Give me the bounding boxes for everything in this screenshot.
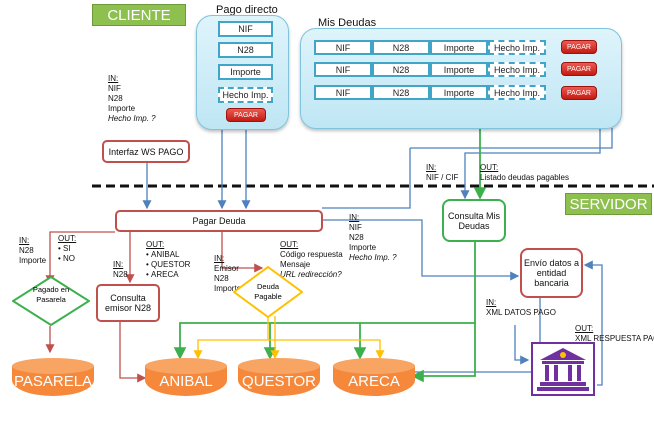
deuda-in-label: IN: Emisor N28 Importe <box>214 254 242 293</box>
deuda-row3-nif: NIF <box>314 85 372 100</box>
deuda-row2-n28: N28 <box>372 62 430 77</box>
areca-db-top <box>333 358 415 374</box>
right-in-label: IN: NIF N28 Importe Hecho Imp. ? <box>349 213 397 262</box>
interfaz-ws-pago-box: Interfaz WS PAGO <box>102 140 190 163</box>
consulta-emisor-box: Consulta emisor N28 <box>96 284 160 322</box>
questor-database: QUESTOR <box>238 358 320 396</box>
envio-datos-box: Envío datos a entidad bancaria <box>520 248 583 298</box>
xml-out-label: OUT:XML RESPUESTA PAGO <box>575 324 654 343</box>
deuda-row2-pagar-button[interactable]: PAGAR <box>561 62 597 76</box>
deuda-row1-hecho-imp: Hecho Imp. <box>488 40 546 55</box>
mis-deudas-title: Mis Deudas <box>318 17 377 29</box>
anibal-db-top <box>145 358 227 374</box>
deuda-out-label: OUT: Código respuesta Mensaje URL redire… <box>280 240 343 279</box>
areca-database: ARECA <box>333 358 415 396</box>
emisor-in-label: IN:N28 <box>113 260 128 279</box>
pago-directo-title: Pago directo <box>216 4 278 16</box>
server-tag: SERVIDOR <box>565 193 652 215</box>
bank-icon <box>530 341 596 397</box>
deuda-row3-n28: N28 <box>372 85 430 100</box>
pasarela-in-label: IN: N28 Importe <box>19 236 47 265</box>
deuda-row2-nif: NIF <box>314 62 372 77</box>
deuda-row1-pagar-button[interactable]: PAGAR <box>561 40 597 54</box>
pago-importe-field[interactable]: Importe <box>218 64 273 80</box>
deuda-row3-hecho-imp: Hecho Imp. <box>488 85 546 100</box>
deuda-pagable-label: Deuda Pagable <box>254 282 282 301</box>
deuda-row1-nif: NIF <box>314 40 372 55</box>
left-in-label: IN: NIF N28 Importe Hecho Imp. ? <box>108 74 156 123</box>
listado-out-label: OUT:Listado deudas pagables <box>480 163 569 182</box>
pagado-pasarela-diamond: Pagado en Pasarela <box>12 276 90 326</box>
pasarela-database: PASARELA <box>12 358 94 396</box>
pago-hecho-imp-field[interactable]: Hecho Imp. <box>218 87 273 103</box>
deuda-row2-hecho-imp: Hecho Imp. <box>488 62 546 77</box>
consulta-mis-deudas-box: Consulta Mis Deudas <box>442 199 506 242</box>
deuda-pagable-diamond: Deuda Pagable <box>233 266 303 318</box>
xml-in-label: IN:XML DATOS PAGO <box>486 298 556 317</box>
deuda-row1-importe: Importe <box>430 40 488 55</box>
pagar-deuda-box: Pagar Deuda <box>115 210 323 232</box>
emisor-out-label: OUT: • ANIBAL • QUESTOR • ARECA <box>146 240 191 279</box>
pasarela-db-top <box>12 358 94 374</box>
anibal-database: ANIBAL <box>145 358 227 396</box>
pasarela-out-label: OUT: • SI • NO <box>58 234 77 263</box>
pago-n28-field[interactable]: N28 <box>218 42 273 58</box>
deuda-row1-n28: N28 <box>372 40 430 55</box>
pagado-pasarela-label: Pagado en Pasarela <box>32 285 70 304</box>
deuda-row2-importe: Importe <box>430 62 488 77</box>
client-tag: CLIENTE <box>92 4 186 26</box>
pago-nif-field[interactable]: NIF <box>218 21 273 37</box>
pago-directo-pagar-button[interactable]: PAGAR <box>226 108 266 122</box>
deuda-row3-pagar-button[interactable]: PAGAR <box>561 86 597 100</box>
questor-db-top <box>238 358 320 374</box>
nif-in-label: IN:NIF / CIF <box>426 163 459 182</box>
deuda-row3-importe: Importe <box>430 85 488 100</box>
